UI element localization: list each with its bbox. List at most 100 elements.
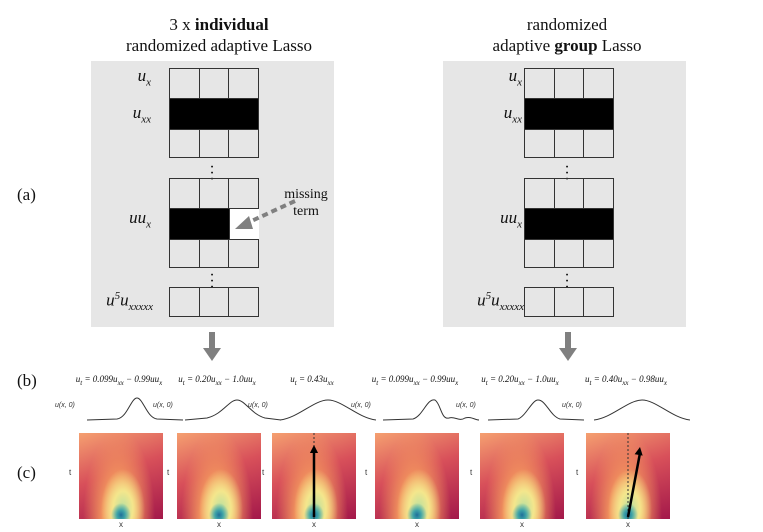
- equation-3: ut = 0.43uxx: [290, 374, 334, 387]
- row-label-uux: uux: [500, 208, 522, 231]
- cell: [525, 69, 555, 98]
- cell: [555, 240, 584, 267]
- row-label-ux: ux: [508, 66, 522, 89]
- solution-heatmap: [79, 433, 163, 519]
- cell: [200, 69, 229, 98]
- row-label-ux: ux: [137, 66, 151, 89]
- grid-row-ux: [170, 69, 258, 99]
- solution-heatmap: [480, 433, 564, 519]
- solution-heatmap: [375, 433, 459, 519]
- cell: [200, 240, 229, 267]
- u-profile-curve: [594, 399, 690, 421]
- coef-grid-top-left: [169, 68, 259, 158]
- cell: [525, 179, 555, 208]
- ellipsis-dots: ···: [564, 159, 570, 188]
- left-title-line1: 3 x individual: [169, 15, 269, 34]
- grid-row-uxx: [170, 99, 258, 129]
- axis-label-x: x: [312, 520, 316, 529]
- u-profile-label: u(x, 0): [248, 402, 268, 409]
- right-title-line1: randomized: [526, 15, 608, 34]
- u-profile-label: u(x, 0): [351, 402, 371, 409]
- grid-row-next: [170, 129, 258, 157]
- characteristic-arrow: [626, 433, 643, 519]
- row-label-u5uxxxxx: u5uxxxxx: [477, 290, 524, 314]
- axis-label-t: t: [365, 468, 368, 477]
- coef-grid-top-right: [524, 68, 614, 158]
- u-profile-label: u(x, 0): [456, 402, 476, 409]
- axis-label-t: t: [576, 468, 579, 477]
- row-label-uxx: uxx: [503, 103, 522, 126]
- cell: [200, 288, 229, 316]
- axis-label-t: t: [69, 468, 72, 477]
- missing-term-label: missing term: [284, 187, 328, 219]
- u-profile-label: u(x, 0): [562, 402, 582, 409]
- axis-label-x: x: [415, 520, 419, 529]
- equation-4: ut = 0.099uxx − 0.99uux: [371, 374, 459, 387]
- u-profile-curve: [383, 399, 479, 421]
- grid-row-uxx: [525, 99, 613, 129]
- equation-5: ut = 0.20uxx − 1.0uux: [481, 374, 559, 387]
- down-arrow-right: [559, 332, 577, 361]
- grid-row-ux: [525, 69, 613, 99]
- row-label-uux: uux: [129, 208, 151, 231]
- u-profile-label: u(x, 0): [153, 402, 173, 409]
- u-profile-curve: [87, 397, 183, 421]
- cell: [200, 130, 229, 157]
- row-label-u5uxxxxx: u5uxxxxx: [106, 290, 153, 314]
- grid-row-prev: [525, 179, 613, 209]
- panel-label-b: (b): [17, 371, 37, 390]
- coef-grid-bottom-right: [524, 287, 614, 317]
- axis-label-x: x: [520, 520, 524, 529]
- cell: [525, 288, 555, 316]
- u-profile-curve: [280, 399, 376, 421]
- grid-row-prev: [170, 179, 258, 209]
- solution-heatmap: [177, 433, 261, 519]
- axis-label-t: t: [262, 468, 265, 477]
- coef-grid-bottom-left: [169, 287, 259, 317]
- u-profile-label: u(x, 0): [55, 402, 75, 409]
- missing-term-arrow: [235, 199, 296, 229]
- down-arrow-left: [203, 332, 221, 361]
- cell: [170, 240, 200, 267]
- cell: [555, 179, 584, 208]
- coef-grid-mid-left: [169, 178, 259, 268]
- cell: [525, 240, 555, 267]
- cell: [555, 69, 584, 98]
- ellipsis-dots: ···: [209, 159, 215, 188]
- cell: [170, 288, 200, 316]
- panel-label-a: (a): [17, 185, 36, 204]
- cell: [555, 288, 584, 316]
- solution-heatmap: [586, 433, 670, 519]
- left-title-line2: randomized adaptive Lasso: [126, 36, 312, 55]
- grid-row-uux: [525, 209, 613, 239]
- equation-6: ut = 0.40uxx − 0.98uux: [585, 374, 667, 387]
- u-profile-curve: [185, 399, 281, 421]
- right-title: randomized adaptive group Lasso: [407, 14, 727, 56]
- cell: [170, 179, 200, 208]
- axis-label-x: x: [119, 520, 123, 529]
- u-profile-curve: [488, 399, 584, 421]
- left-coefficient-panel: ux uxx uux u5uxxxxx ··· ···: [91, 61, 334, 327]
- grid-row-next2: [525, 239, 613, 267]
- row-label-uxx: uxx: [132, 103, 151, 126]
- cell: [525, 130, 555, 157]
- cell: [170, 69, 200, 98]
- right-title-line2: adaptive group Lasso: [492, 36, 642, 55]
- cell: [200, 179, 229, 208]
- grid-row-uux: [170, 209, 259, 239]
- cell: [170, 130, 200, 157]
- grid-row-next2: [170, 239, 258, 267]
- filled-cells: [170, 209, 229, 239]
- cell: [555, 130, 584, 157]
- axis-label-t: t: [167, 468, 170, 477]
- right-coefficient-panel: ux uxx uux u5uxxxxx ··· ···: [443, 61, 686, 327]
- axis-label-x: x: [626, 520, 630, 529]
- equation-1: ut = 0.099uxx − 0.99uux: [75, 374, 163, 387]
- grid-row-next: [525, 129, 613, 157]
- axis-label-x: x: [217, 520, 221, 529]
- axis-label-t: t: [470, 468, 473, 477]
- equation-2: ut = 0.20uxx − 1.0uux: [178, 374, 256, 387]
- coef-grid-mid-right: [524, 178, 614, 268]
- panel-label-c: (c): [17, 463, 36, 482]
- left-title: 3 x individual randomized adaptive Lasso: [59, 14, 379, 56]
